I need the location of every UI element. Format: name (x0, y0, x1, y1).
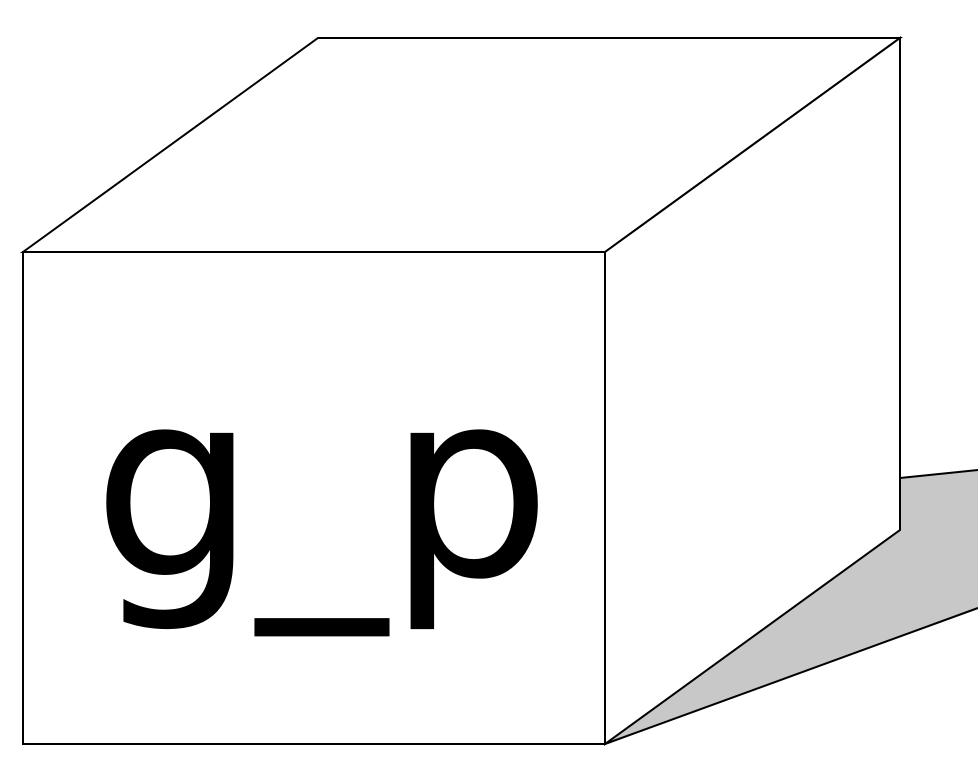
cube-shadow-edge-top (899, 469, 978, 479)
cube-label: g_p (92, 335, 552, 640)
cube-front-face (22, 251, 606, 745)
cube-shadow (605, 470, 978, 744)
cube-shadow-edge-bottom (604, 607, 978, 745)
